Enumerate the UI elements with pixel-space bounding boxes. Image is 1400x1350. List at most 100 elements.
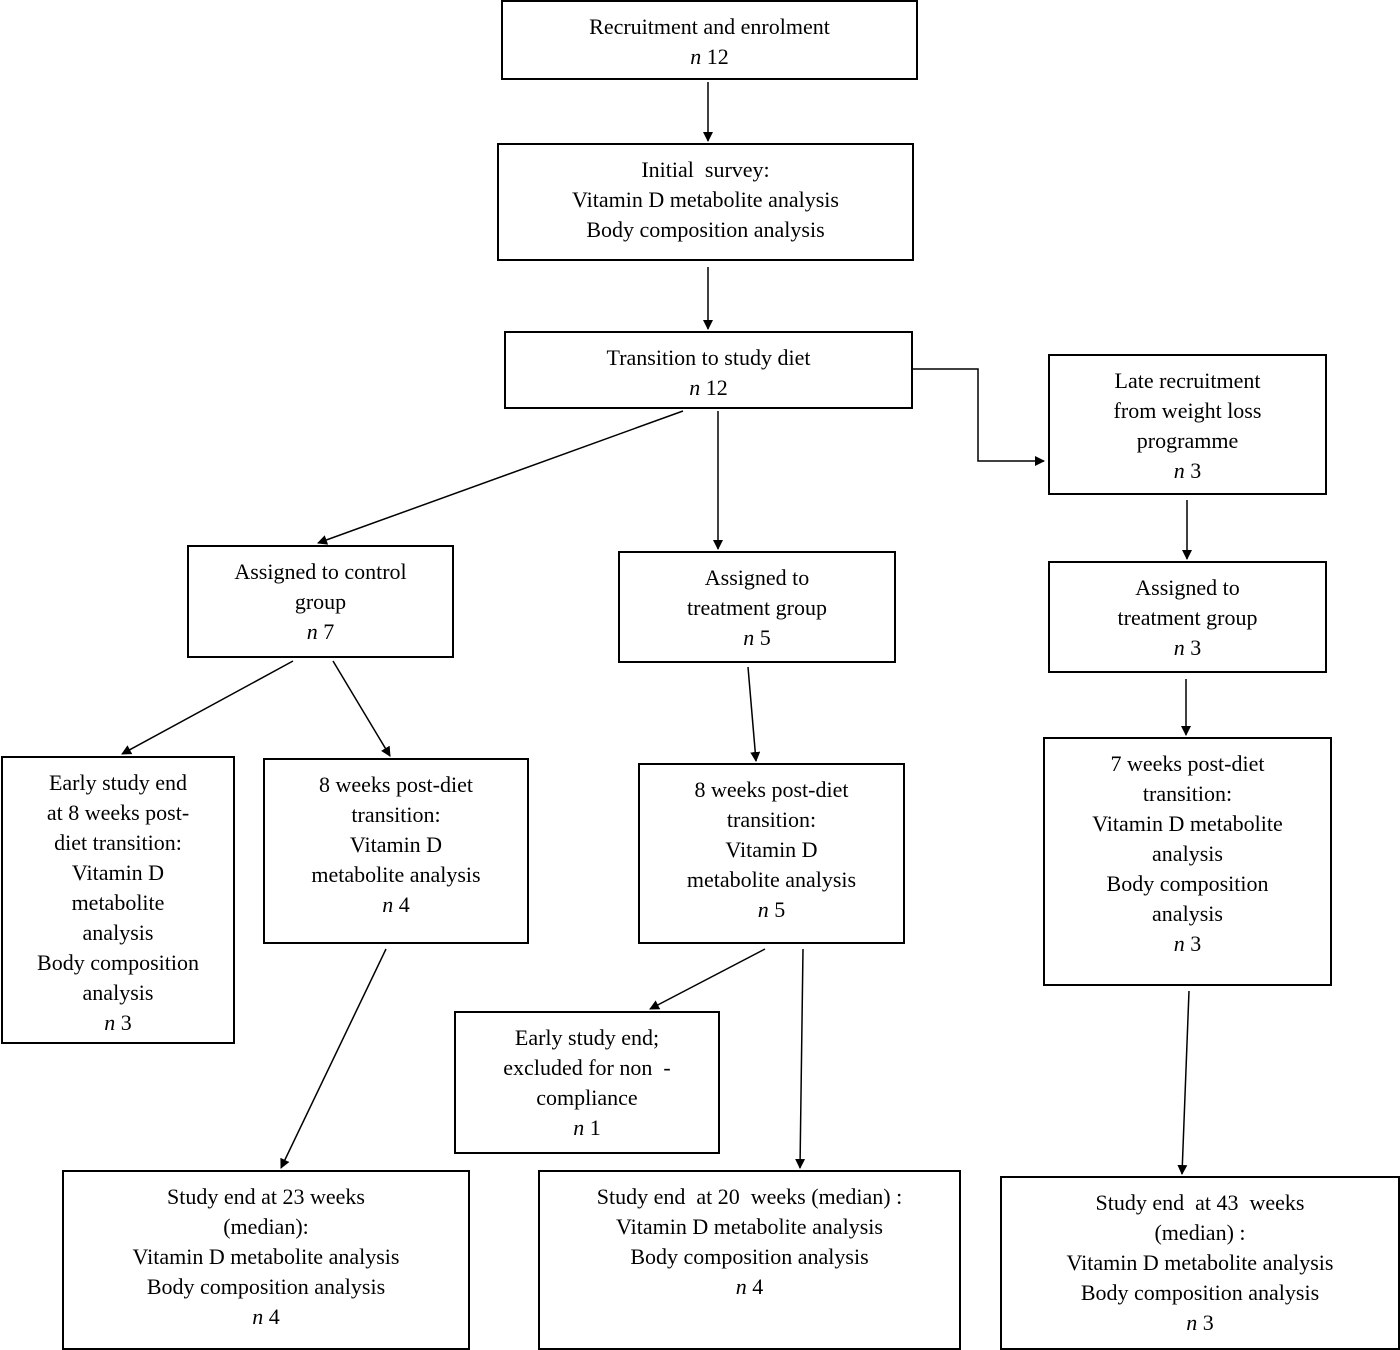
box-control-8-weeks: 8 weeks post-diet transition: Vitamin D met… [263,758,529,944]
sample-size: n 5 [758,895,786,925]
sample-size: n 4 [382,890,410,920]
box-text-line: transition: [1142,781,1233,806]
box-text-line: transition: [726,807,817,832]
box-text-line: Assigned to control [234,559,407,584]
box-treatment-study-end: Study end at 20 weeks (median) : Vitamin … [538,1170,961,1350]
sample-size-symbol: n [1173,458,1185,483]
box-text-line: group [294,589,347,614]
arrow-transition-to-late-recruitment [913,368,1045,466]
arrow-treatment-8-weeks-to-treatment-study-end [795,948,806,1169]
box-text-line: analysis [1152,901,1223,926]
box-text-line: Study end at 20 weeks (median) : [596,1184,903,1209]
arrow-control-group-to-control-early-end [121,660,294,755]
box-text-line: Initial survey: [641,157,770,182]
sample-size: n 3 [1174,633,1202,663]
sample-size-symbol: n [743,625,755,650]
sample-size-value: 1 [584,1115,601,1140]
sample-size: n 5 [743,623,771,653]
box-text-line: Body composition analysis [586,217,825,242]
arrow-transition-to-control-group [317,410,684,545]
sample-size-value: 3 [1184,458,1202,483]
sample-size: n 4 [736,1272,764,1302]
box-text-line: (median): [223,1214,309,1239]
box-text-line: compliance [536,1085,638,1110]
box-text-line: analysis [1152,841,1223,866]
box-text-line: 7 weeks post-diet [1110,751,1265,776]
box-transition: Transition to study diet n 12 [504,331,913,409]
sample-size-symbol: n [1173,931,1185,956]
box-text-line: Study end at 43 weeks [1095,1190,1305,1215]
arrow-treatment-group-to-treatment-8-weeks [747,666,761,762]
box-text-line: analysis [82,920,154,945]
sample-size: n 3 [1174,929,1202,959]
sample-size-symbol: n [252,1304,264,1329]
arrow-control-group-to-control-8-weeks [332,660,391,757]
sample-size-symbol: n [735,1274,747,1299]
box-treatment-8-weeks: 8 weeks post-diet transition: Vitamin D met… [638,763,905,944]
box-text-line: 8 weeks post-diet [694,777,849,802]
box-text-line: 8 weeks post-diet [319,772,473,797]
box-text-line: Vitamin D metabolite analysis [616,1214,883,1239]
box-initial-survey: Initial survey: Vitamin D metabolite anal… [497,143,914,261]
box-text-line: Body composition [1106,871,1269,896]
box-late-7-weeks: 7 weeks post-diet transition: Vitamin D me… [1043,737,1332,986]
box-text-line: treatment group [687,595,827,620]
box-text-line: at 8 weeks post- [46,800,190,825]
sample-size: n 3 [1174,456,1202,486]
box-text-line: transition: [351,802,441,827]
sample-size: n 12 [690,42,729,72]
box-control-early-end: Early study end at 8 weeks post-diet tran… [1,756,235,1044]
box-treatment-excluded: Early study end; excluded for non - compli… [454,1011,720,1154]
sample-size-value: 5 [768,897,786,922]
box-text-line: Recruitment and enrolment [589,14,830,39]
sample-size-value: 7 [317,619,335,644]
box-text-line: Vitamin D metabolite analysis [132,1244,400,1269]
box-text-line: (median) : [1154,1220,1246,1245]
sample-size-value: 5 [754,625,771,650]
box-text-line: Vitamin D metabolite analysis [1066,1250,1334,1275]
box-text-line: Vitamin D metabolite analysis [572,187,839,212]
sample-size-symbol: n [573,1115,585,1140]
box-late-study-end: Study end at 43 weeks (median) : Vitamin D… [1000,1176,1400,1350]
sample-size-symbol: n [382,892,394,917]
sample-size-value: 4 [746,1274,764,1299]
sample-size-value: 3 [115,1010,132,1035]
sample-size: n 4 [252,1302,280,1332]
box-text-line: Vitamin D metabolite [1092,811,1283,836]
box-recruitment: Recruitment and enrolment n 12 [501,0,918,80]
box-text-line: metabolite analysis [311,862,481,887]
sample-size-value: 12 [701,44,729,69]
box-text-line: treatment group [1117,605,1258,630]
box-text-line: diet transition: [54,830,182,855]
box-text-line: Transition to study diet [606,345,811,370]
box-text-line: Early study end; [514,1025,660,1050]
box-text-line: analysis [82,980,154,1005]
box-text-line: excluded for non - [503,1055,671,1080]
box-text-line: Late recruitment [1114,368,1261,393]
sample-size-symbol: n [757,897,769,922]
sample-size: n 12 [689,373,728,403]
box-text-line: programme [1136,428,1239,453]
box-text-line: Body composition analysis [146,1274,386,1299]
sample-size-symbol: n [689,375,701,400]
box-text-line: Body composition analysis [1080,1280,1320,1305]
arrow-control-8-weeks-to-control-study-end [280,948,387,1169]
sample-size-value: 4 [393,892,410,917]
sample-size: n 3 [1186,1308,1214,1338]
sample-size-symbol: n [306,619,318,644]
sample-size: n 1 [573,1113,601,1143]
box-text-line: Study end at 23 weeks [167,1184,365,1209]
box-text-line: metabolite analysis [686,867,857,892]
box-text-line: Early study end [48,770,188,795]
sample-size-symbol: n [1173,635,1185,660]
sample-size-value: 3 [1184,635,1202,660]
box-text-line: Vitamin D [725,837,818,862]
box-text-line: Body composition [37,950,199,975]
box-text-line: Vitamin D [349,832,443,857]
sample-size-value: 3 [1197,1310,1214,1335]
sample-size-value: 12 [700,375,728,400]
